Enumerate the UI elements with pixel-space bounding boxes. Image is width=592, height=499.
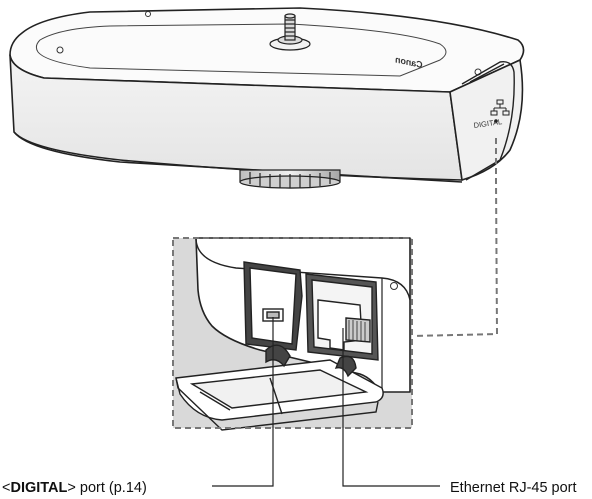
- inset-detail: [172, 237, 413, 431]
- camera-body: [9, 7, 525, 183]
- port-cover: [461, 61, 515, 181]
- ethernet-port: [305, 273, 379, 361]
- indicator-dot: [494, 119, 498, 123]
- digital-name: DIGITAL: [10, 480, 68, 496]
- digital-rest: > port (p.14): [67, 480, 147, 496]
- digital-open: <: [2, 480, 11, 496]
- digital-port: [243, 261, 303, 351]
- ethernet-port-callout: Ethernet RJ-45 port: [450, 480, 577, 496]
- top-screw-back: [145, 11, 151, 17]
- network-icon: [490, 99, 510, 116]
- open-cover: [175, 344, 384, 431]
- zoom-connector: [413, 138, 499, 337]
- leader-ethernet: [342, 328, 440, 487]
- bottom-knob: [239, 169, 341, 189]
- digital-port-callout: <DIGITAL> port (p.14): [2, 479, 147, 497]
- top-screw-left: [56, 46, 64, 54]
- leader-digital: [212, 317, 274, 487]
- top-plate: [35, 23, 447, 77]
- tripod-screw-icon: [269, 13, 311, 51]
